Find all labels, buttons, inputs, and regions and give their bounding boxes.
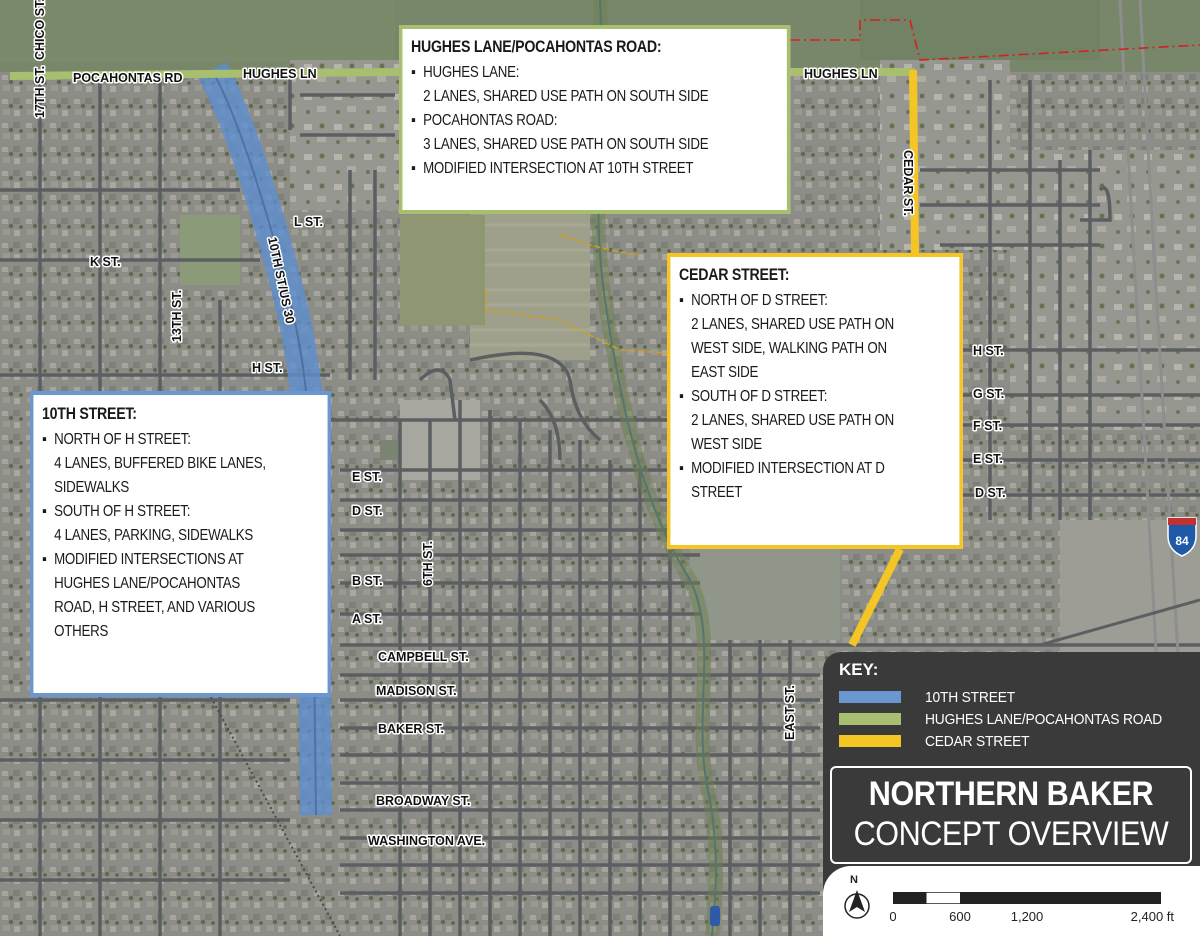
- map-title-box: NORTHERN BAKER CONCEPT OVERVIEW: [830, 766, 1192, 864]
- label-h-st-west: H ST.: [252, 361, 283, 375]
- scale-panel: N 0 600 1,200 2,400 ft: [823, 866, 1200, 936]
- callout-10th-bullet-1: NORTH OF H STREET:: [42, 428, 319, 452]
- callout-cedar-bullet-1: NORTH OF D STREET:: [679, 289, 951, 313]
- street-grid: [0, 75, 1200, 936]
- callout-cedar-bullet-2-line-2: WEST SIDE: [691, 436, 762, 453]
- label-chico-st: CHICO ST.: [33, 0, 47, 60]
- north-arrow-icon: [844, 890, 870, 919]
- callout-hughes-title: HUGHES LANE/POCAHONTAS ROAD:: [411, 38, 662, 56]
- key-item-hughes-pocahontas: HUGHES LANE/POCAHONTAS ROAD: [839, 710, 1183, 728]
- label-baker-st: BAKER ST.: [378, 722, 444, 736]
- key-item-10th-street: 10TH STREET: [839, 688, 1023, 706]
- label-d-st-west: D ST.: [352, 504, 383, 518]
- label-e-st-east: E ST.: [973, 452, 1003, 466]
- key-label-hughes-pocahontas: HUGHES LANE/POCAHONTAS ROAD: [925, 710, 1163, 728]
- callout-10th-bullet-3: MODIFIED INTERSECTIONS AT: [42, 548, 319, 572]
- callout-hughes-pocahontas: HUGHES LANE/POCAHONTAS ROAD: HUGHES LANE…: [399, 25, 791, 214]
- interstate-shield: 84: [1167, 517, 1197, 557]
- key-label-cedar-street: CEDAR STREET: [925, 732, 1030, 750]
- label-pocahontas-rd: POCAHONTAS RD: [73, 71, 183, 85]
- label-17th-st: 17TH ST.: [33, 66, 47, 118]
- callout-cedar-bullet-2: SOUTH OF D STREET:: [679, 385, 951, 409]
- label-broadway-st: BROADWAY ST.: [376, 794, 470, 808]
- urban-growth-boundary: [790, 19, 1200, 61]
- key-label-10th-street: 10TH STREET: [925, 688, 1016, 706]
- label-campbell-st: CAMPBELL ST.: [378, 650, 469, 664]
- label-east-st: EAST ST.: [783, 685, 797, 740]
- label-g-st-east: G ST.: [973, 387, 1004, 401]
- callout-hughes-bullet-2: POCAHONTAS ROAD:: [411, 109, 778, 133]
- callout-cedar-street: CEDAR STREET: NORTH OF D STREET: 2 LANES…: [667, 253, 963, 549]
- label-f-st-east: F ST.: [973, 419, 1002, 433]
- svg-text:84: 84: [1175, 534, 1189, 548]
- scale-tick-2400: 2,400 ft: [1130, 909, 1175, 924]
- callout-10th-bullet-3-line-3: ROAD, H STREET, AND VARIOUS: [54, 599, 256, 616]
- callout-10th-bullet-2-detail: 4 LANES, PARKING, SIDEWALKS: [54, 527, 254, 544]
- label-6th-st: 6TH ST.: [421, 541, 435, 586]
- label-l-st: L ST.: [294, 215, 323, 229]
- scale-tick-600: 600: [949, 909, 971, 924]
- callout-cedar-bullet-1-line-3: EAST SIDE: [691, 364, 759, 381]
- callout-cedar-bullet-3: MODIFIED INTERSECTION AT D: [679, 457, 951, 481]
- scale-tick-0: 0: [889, 909, 897, 924]
- cedar-street-south-highlight: [848, 547, 904, 647]
- label-h-st-east: H ST.: [973, 344, 1004, 358]
- label-13th-st: 13TH ST.: [170, 290, 184, 342]
- callout-cedar-bullet-1-line-2: WEST SIDE, WALKING PATH ON: [691, 340, 887, 357]
- callout-10th-title: 10TH STREET:: [42, 405, 137, 423]
- callout-cedar-bullet-3-line-2: STREET: [691, 484, 743, 501]
- label-b-st: B ST.: [352, 574, 383, 588]
- callout-hughes-bullet-1: HUGHES LANE:: [411, 61, 778, 85]
- callout-hughes-bullet-1-detail: 2 LANES, SHARED USE PATH ON SOUTH SIDE: [423, 88, 709, 105]
- label-d-st-east: D ST.: [975, 486, 1006, 500]
- key-title: KEY:: [839, 660, 879, 679]
- cedar-street-highlight: [909, 69, 919, 254]
- label-a-st: A ST.: [352, 612, 382, 626]
- north-label: N: [850, 874, 858, 886]
- hughes-pocahontas-highlight: [9, 68, 401, 80]
- callout-cedar-title: CEDAR STREET:: [679, 266, 790, 284]
- label-hughes-ln-east: HUGHES LN: [804, 67, 878, 81]
- key-swatch-green: [839, 713, 901, 725]
- callout-hughes-bullet-3: MODIFIED INTERSECTION AT 10TH STREET: [411, 157, 778, 181]
- label-k-st: K ST.: [90, 255, 121, 269]
- callout-10th-bullet-1-line-2: SIDEWALKS: [54, 479, 130, 496]
- callout-10th-bullet-3-line-4: OTHERS: [54, 623, 109, 640]
- callout-10th-bullet-2: SOUTH OF H STREET:: [42, 500, 319, 524]
- label-e-st-west: E ST.: [352, 470, 382, 484]
- map-title-line-1: NORTHERN BAKER: [868, 775, 1154, 813]
- scale-tick-1200: 1,200: [1010, 909, 1044, 924]
- creek-marker: [710, 906, 720, 926]
- callout-hughes-bullet-2-detail: 3 LANES, SHARED USE PATH ON SOUTH SIDE: [423, 136, 709, 153]
- map-title-line-2: CONCEPT OVERVIEW: [853, 815, 1169, 853]
- label-cedar-st: CEDAR ST.: [901, 150, 915, 216]
- callout-10th-bullet-1-line-1: 4 LANES, BUFFERED BIKE LANES,: [54, 455, 266, 472]
- scale-bar: [893, 892, 1161, 904]
- key-swatch-yellow: [839, 735, 901, 747]
- callout-10th-street: 10TH STREET: NORTH OF H STREET: 4 LANES,…: [30, 391, 331, 697]
- label-hughes-ln-west: HUGHES LN: [243, 67, 317, 81]
- key-swatch-blue: [839, 691, 901, 703]
- label-washington-ave: WASHINGTON AVE.: [368, 834, 485, 848]
- key-item-cedar-street: CEDAR STREET: [839, 732, 1038, 750]
- callout-cedar-bullet-2-line-1: 2 LANES, SHARED USE PATH ON: [691, 412, 894, 429]
- label-madison-st: MADISON ST.: [376, 684, 457, 698]
- callout-10th-bullet-3-line-2: HUGHES LANE/POCAHONTAS: [54, 575, 241, 592]
- callout-cedar-bullet-1-line-1: 2 LANES, SHARED USE PATH ON: [691, 316, 894, 333]
